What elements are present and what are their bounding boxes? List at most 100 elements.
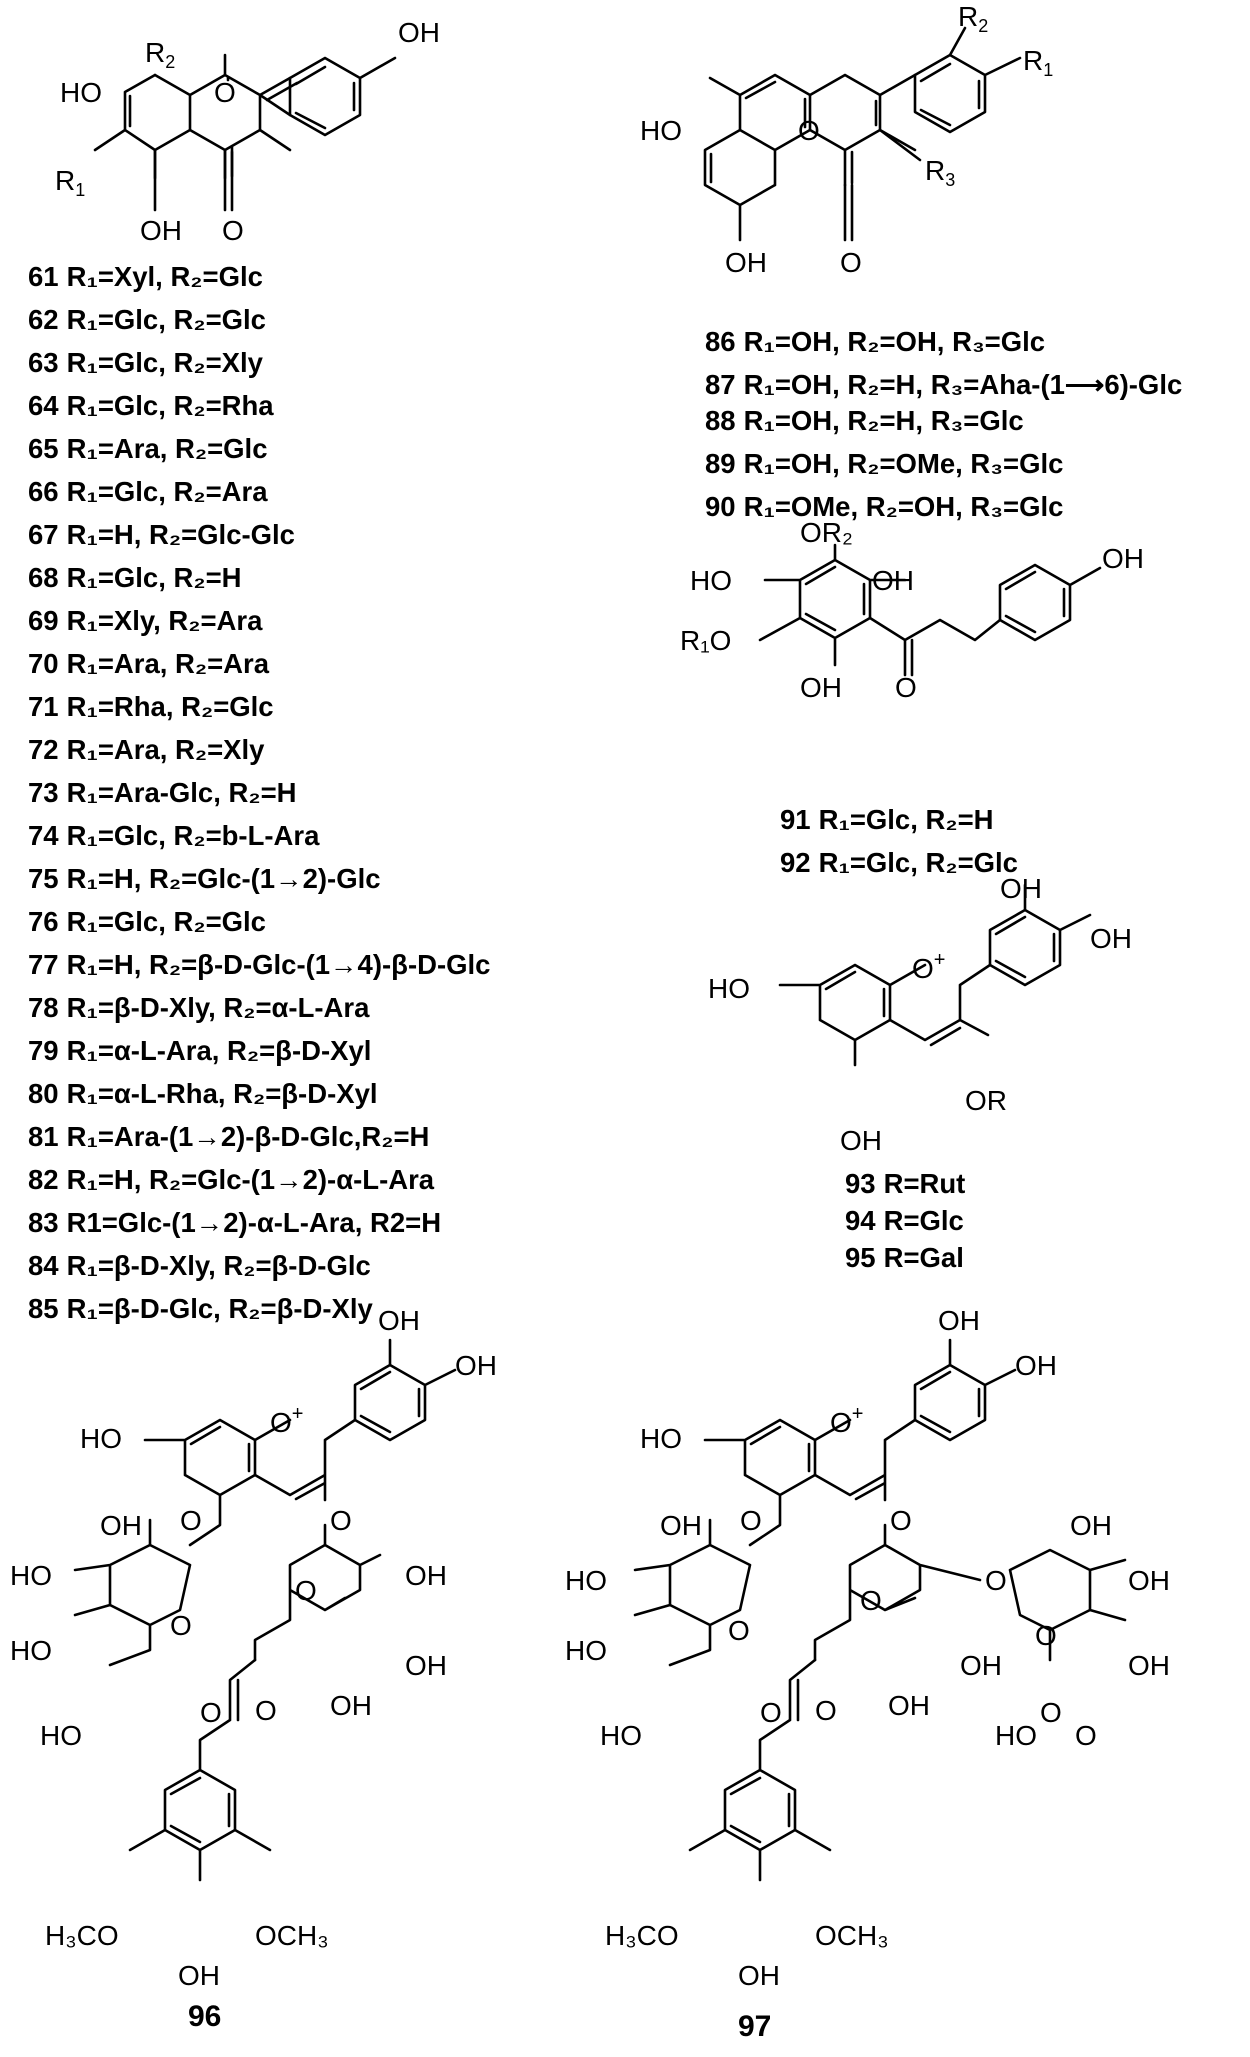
- o-label: O: [255, 1695, 277, 1726]
- o-label: O: [760, 1697, 782, 1728]
- oh-label: OH: [840, 1125, 882, 1156]
- o-label: O: [740, 1505, 762, 1536]
- oh-label: OH: [1128, 1565, 1170, 1596]
- ho-label: HO: [565, 1635, 607, 1666]
- oh-label: OH: [1000, 873, 1042, 904]
- oh-label: OH: [178, 1960, 220, 1991]
- o-label: O: [890, 1505, 912, 1536]
- ho-label: HO: [40, 1720, 82, 1751]
- oh-label: OH: [405, 1560, 447, 1591]
- oh-label: OH: [660, 1510, 702, 1541]
- oplus-label: O+: [912, 949, 945, 984]
- oplus-label: O+: [830, 1403, 863, 1438]
- r2-label: R2: [958, 1, 988, 36]
- compound-97-structure: OH OH HO O+ O O OH HO O HO HO O O OH OH …: [565, 1305, 1170, 1991]
- o-label: O: [815, 1695, 837, 1726]
- oh-label: OH: [455, 1350, 497, 1381]
- oh-label: OH: [1128, 1650, 1170, 1681]
- oh-label: OH: [725, 247, 767, 278]
- o-label: O: [728, 1615, 750, 1646]
- oh-label: OH: [1070, 1510, 1112, 1541]
- och3-label: OCH₃: [255, 1920, 329, 1951]
- oh-label: OH: [960, 1650, 1002, 1681]
- o-label: O: [330, 1505, 352, 1536]
- ho-label: HO: [60, 77, 102, 108]
- o-label: O: [840, 247, 862, 278]
- ho-label: HO: [640, 115, 682, 146]
- o-label: O: [895, 672, 917, 703]
- och3-label: OCH₃: [815, 1920, 889, 1951]
- h3co-label: H₃CO: [605, 1920, 679, 1951]
- oh-label: OH: [378, 1305, 420, 1336]
- r2-label: R2: [145, 37, 175, 72]
- o-label: O: [860, 1585, 882, 1616]
- o-label: O: [1075, 1720, 1097, 1751]
- oh-label: OH: [888, 1690, 930, 1721]
- o-label: O: [985, 1565, 1007, 1596]
- ho-label: HO: [80, 1423, 122, 1454]
- oh-label: OH: [100, 1510, 142, 1541]
- oh-label: OH: [938, 1305, 980, 1336]
- o-label: O: [1040, 1697, 1062, 1728]
- compound-96-label: 96: [188, 2000, 222, 2033]
- or2-label: OR₂: [800, 517, 853, 548]
- o-label: O: [200, 1697, 222, 1728]
- oh-label: OH: [398, 17, 440, 48]
- o-label: O: [170, 1610, 192, 1641]
- oh-label: OH: [1015, 1350, 1057, 1381]
- o-label: O: [222, 215, 244, 246]
- oplus-label: O+: [270, 1403, 303, 1438]
- oh-label: OH: [405, 1650, 447, 1681]
- o-label: O: [295, 1575, 317, 1606]
- ho-label: HO: [10, 1635, 52, 1666]
- h3co-label: H₃CO: [45, 1920, 119, 1951]
- compound-97-label: 97: [738, 2010, 772, 2043]
- r1-label: R1: [1023, 45, 1053, 80]
- r3-label: R3: [925, 155, 955, 190]
- r1-label: R1: [55, 165, 85, 200]
- o-label: O: [180, 1505, 202, 1536]
- hoo-label: HO: [995, 1720, 1037, 1751]
- dihydrochalcone-structure: OR₂ HO OH OH R₁O OH O: [680, 517, 1144, 703]
- o-label: O: [1035, 1620, 1057, 1651]
- compound-96-structure: OH OH HO O+ O O OH HO O HO HO O OH OH OH…: [10, 1305, 497, 1991]
- oh-label: OH: [140, 215, 182, 246]
- flavonol-structure: HO O R2 R1 R3 OH O: [640, 1, 1053, 278]
- anthocyanin-structure: OH OH HO O+ OR OH: [708, 873, 1132, 1156]
- ho-label: HO: [708, 973, 750, 1004]
- flavone-c-glycoside-structure: HO R2 O OH R1 OH O: [55, 17, 440, 246]
- ring-o-label: O: [798, 115, 820, 146]
